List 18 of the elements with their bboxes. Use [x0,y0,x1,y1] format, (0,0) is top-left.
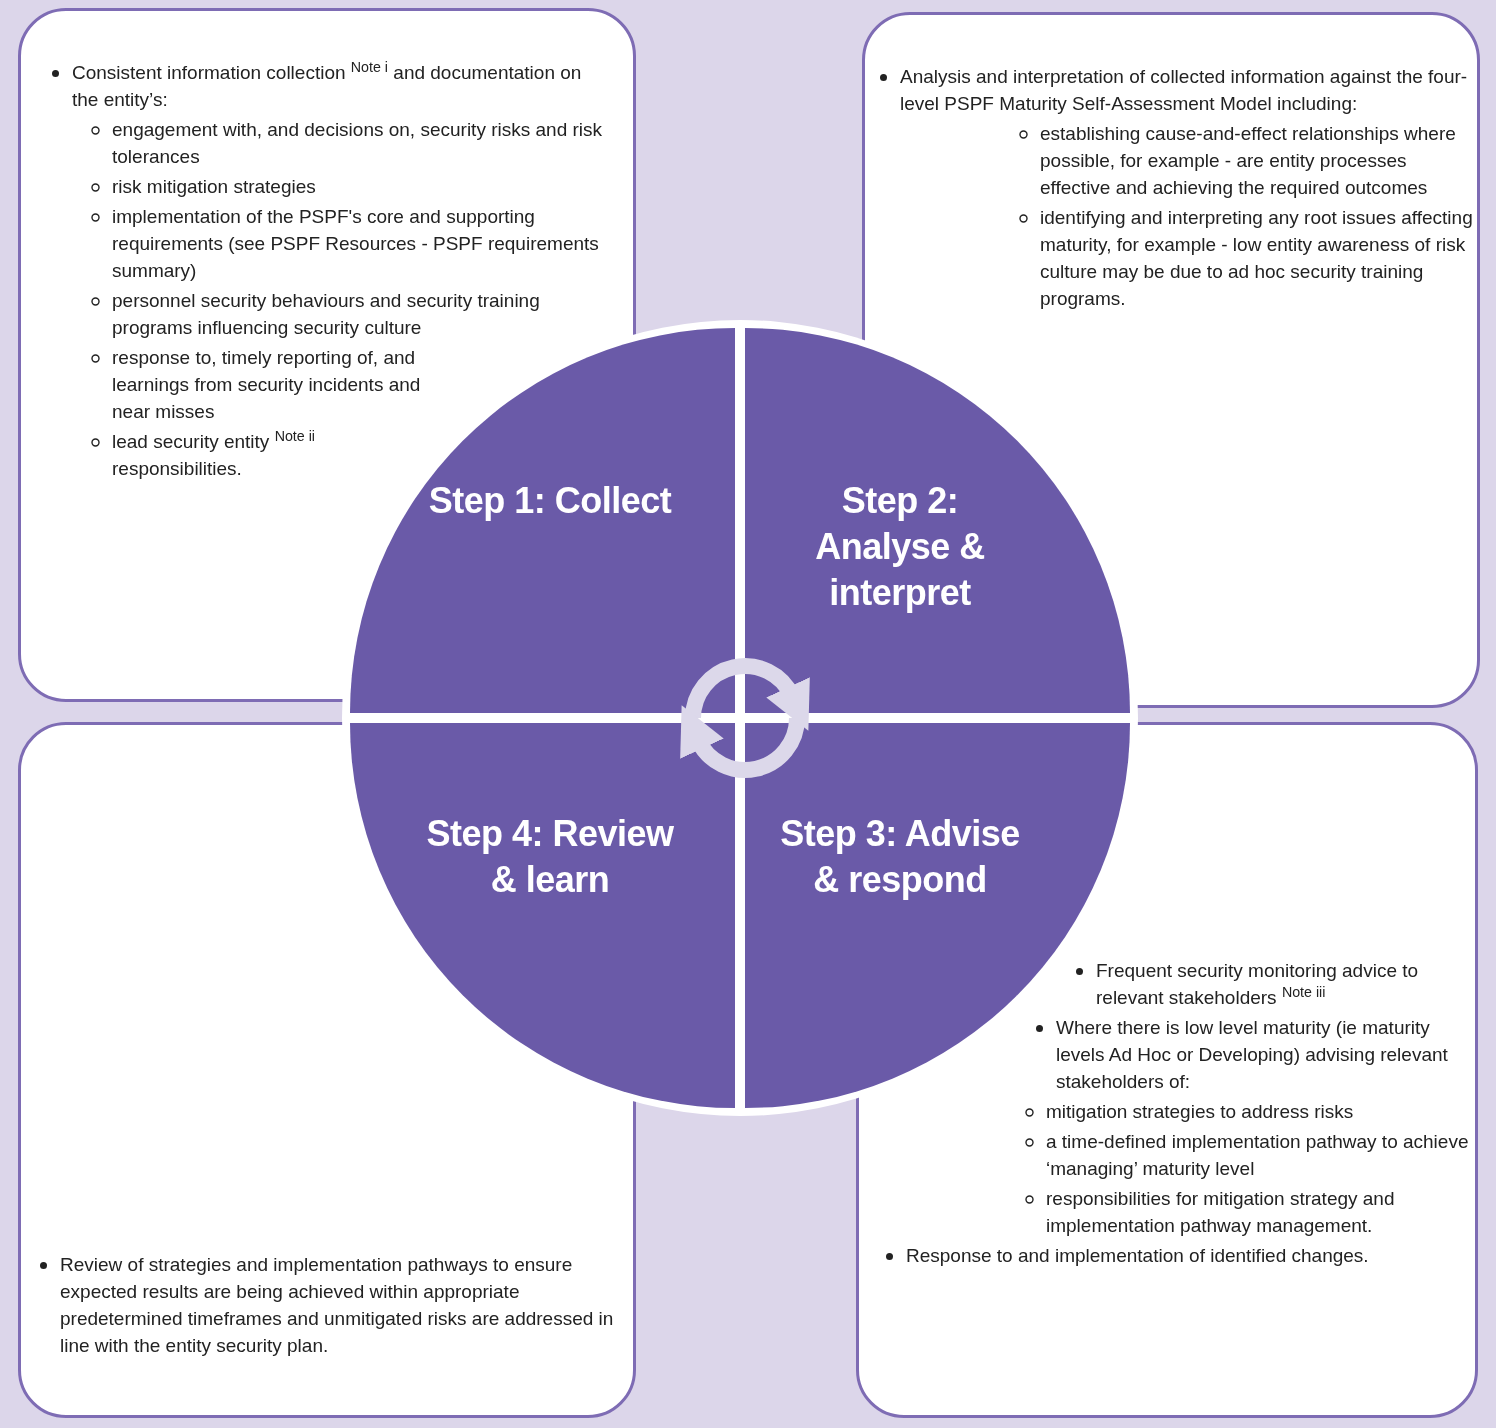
bullet-text: lead security entity $^{Note ii}$ responsibilities. [112,428,317,481]
bullet-text: responsibilities for mitigation strategy and implementation pathway management. [1046,1187,1396,1238]
step-title: Step 2: Analyse & interpret [814,479,986,615]
cycle-arrow [685,658,811,730]
cycle-arrow [679,706,805,778]
bullet-text: Review of strategies and implementation pathways to ensure expected results are being achieved within appropriate predetermined timeframes and unmitigated risks are addressed in line with the entity security plan. [60,1253,615,1358]
bullet-text: Analysis and interpretation of collected information against the four-level PSPF Maturity Self-Assessment Model including: [900,65,1469,116]
bullet-text: mitigation strategies to address risks [1046,1100,1355,1124]
step-title: Step 1: Collect [427,479,673,523]
bullet-text: risk mitigation strategies [112,175,317,199]
bullet-text: Response to and implementation of identified changes. [906,1244,1370,1268]
bullet-text: implementation of the PSPF's core and supporting requirements (see PSPF Resources - PSPF requirements summary) [112,205,600,283]
step-title: Step 3: Advise & respond [779,812,1021,902]
step-title: Step 4: Review & learn [425,812,675,902]
bullet-text: identifying and interpreting any root issues affecting maturity, for example - low entity awareness of risk culture may be due to ad hoc security training programs. [1040,206,1474,311]
bullet-text: Consistent information collection $^{Note i}$ and documentation on the entity’s: [72,59,583,112]
bullet-text: Where there is low level maturity (ie maturity levels Ad Hoc or Developing) advising relevant stakeholders of: [1056,1016,1449,1094]
bullet-text: Frequent security monitoring advice to relevant stakeholders $^{Note iii}$ [1096,959,1420,1010]
